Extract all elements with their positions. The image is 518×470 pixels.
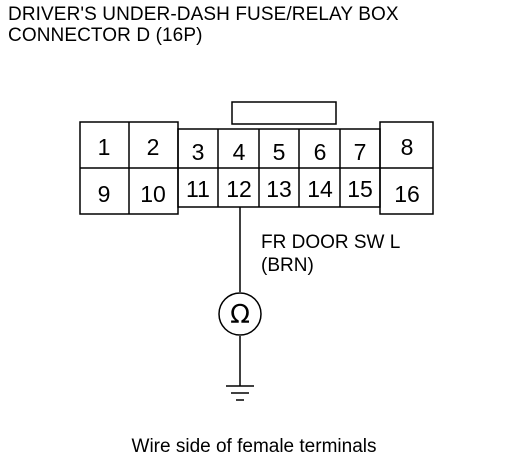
- pin-7: 7: [354, 139, 367, 165]
- pin-12: 12: [226, 176, 252, 202]
- wire-color-label: (BRN): [261, 255, 314, 276]
- pin-15: 15: [347, 176, 373, 202]
- pin-10: 10: [140, 181, 166, 207]
- wire-name-label: FR DOOR SW L: [261, 232, 400, 253]
- pin-9: 9: [98, 181, 111, 207]
- pin-16: 16: [394, 181, 420, 207]
- pin-1: 1: [98, 134, 111, 160]
- pin-4: 4: [233, 139, 246, 165]
- pin-2: 2: [147, 134, 160, 160]
- pin-13: 13: [266, 176, 292, 202]
- title-line-1: DRIVER'S UNDER-DASH FUSE/RELAY BOX: [8, 4, 399, 25]
- pin-6: 6: [314, 139, 327, 165]
- connector-latch: [231, 101, 337, 125]
- ground-icon: [226, 385, 254, 401]
- pin-3: 3: [192, 139, 205, 165]
- caption: Wire side of female terminals: [132, 436, 377, 457]
- diagram-title: DRIVER'S UNDER-DASH FUSE/RELAY BOX CONNE…: [8, 4, 399, 46]
- ohmmeter-icon: [218, 292, 262, 336]
- pin-5: 5: [273, 139, 286, 165]
- title-line-2: CONNECTOR D (16P): [8, 25, 203, 46]
- ohm-symbol: Ω: [230, 300, 250, 330]
- pin-8: 8: [401, 134, 414, 160]
- pin-11: 11: [186, 176, 210, 202]
- pin-14: 14: [307, 176, 333, 202]
